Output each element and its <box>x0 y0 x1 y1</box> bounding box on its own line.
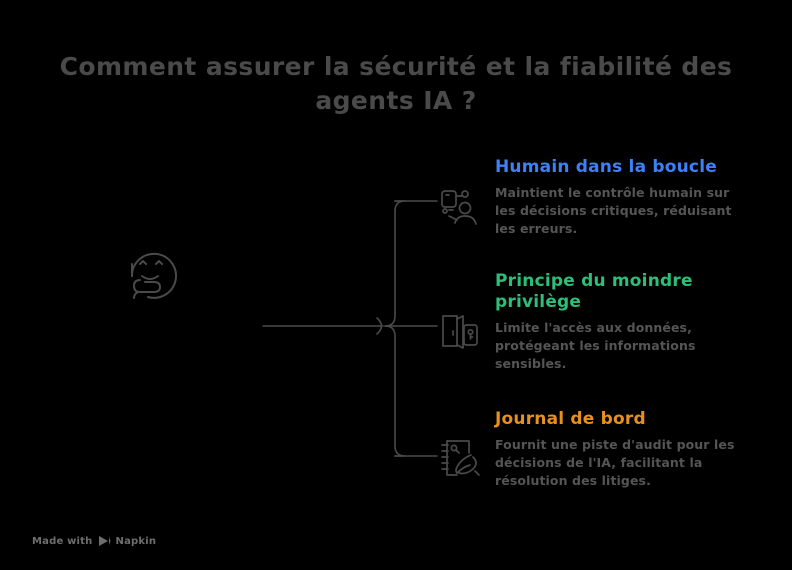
branch-humain-dans-la-boucle[interactable]: Humain dans la boucle Maintient le contr… <box>437 157 745 238</box>
branch-journal-de-bord[interactable]: Journal de bord Fournit une piste d'audi… <box>437 409 745 490</box>
branch-body-2: Fournit une piste d'audit pour les décis… <box>495 437 735 488</box>
open-door-keycard-icon <box>437 308 483 354</box>
robot-and-person-icon <box>437 185 483 231</box>
watermark-brand: Napkin <box>115 535 157 547</box>
thinking-face-icon <box>130 252 177 299</box>
notebook-pen-icon <box>437 435 483 481</box>
connector-junction-notch <box>376 317 383 335</box>
watermark-prefix: Made with <box>32 535 93 547</box>
napkin-play-logo-icon <box>98 536 110 546</box>
branch-text-1: Principe du moindre privilège Limite l'a… <box>495 271 745 373</box>
connector-branch-3 <box>384 325 406 457</box>
page-title: Comment assurer la sécurité et la fiabil… <box>59 52 733 115</box>
branch-text-0: Humain dans la boucle Maintient le contr… <box>495 157 745 238</box>
branch-heading-0: Humain dans la boucle <box>495 157 717 177</box>
branch-body-0: Maintient le contrôle humain sur les déc… <box>495 185 732 236</box>
connector-branch-1 <box>384 200 406 327</box>
napkin-watermark[interactable]: Made with Napkin <box>32 535 156 547</box>
center-node <box>118 240 188 310</box>
branch-principe-du-moindre-privilege[interactable]: Principe du moindre privilège Limite l'a… <box>437 271 745 373</box>
branch-heading-2: Journal de bord <box>495 409 646 429</box>
branch-text-2: Journal de bord Fournit une piste d'audi… <box>495 409 745 490</box>
branch-body-1: Limite l'accès aux données, protégeant l… <box>495 320 696 371</box>
branch-heading-1: Principe du moindre privilège <box>495 271 693 312</box>
